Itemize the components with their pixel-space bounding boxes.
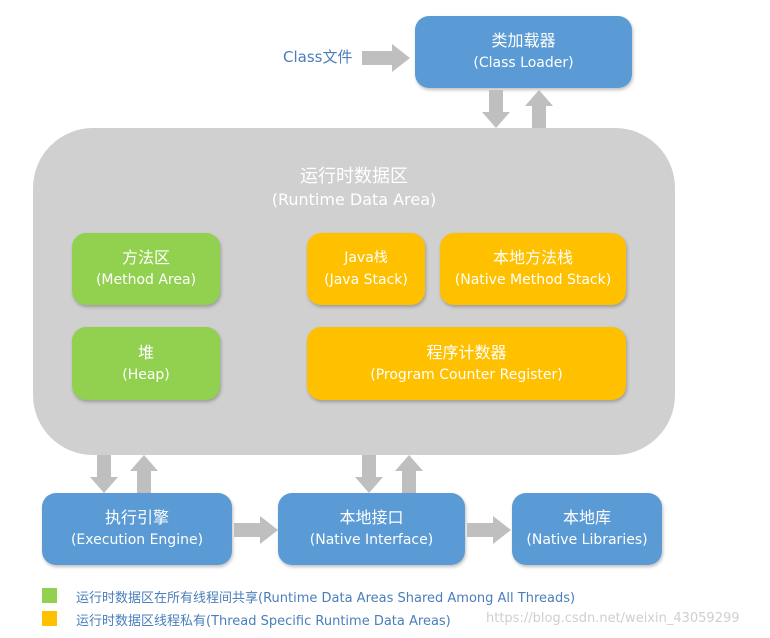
class-file-label: Class文件 bbox=[283, 48, 353, 66]
native-interface-en: (Native Interface) bbox=[309, 532, 434, 548]
java-stack-zh: Java栈 bbox=[344, 250, 388, 266]
execution-engine-box: 执行引擎 (Execution Engine) bbox=[42, 493, 232, 565]
native-method-stack-zh: 本地方法栈 bbox=[492, 248, 573, 267]
java-stack-box: Java栈 (Java Stack) bbox=[307, 233, 425, 305]
native-libraries-en: (Native Libraries) bbox=[526, 532, 648, 548]
class-loader-box: 类加载器 (Class Loader) bbox=[415, 16, 632, 88]
legend-swatch-thread bbox=[42, 611, 57, 626]
class-loader-zh: 类加载器 bbox=[491, 31, 556, 50]
arrow-down-icon bbox=[482, 90, 510, 128]
pc-register-en: (Program Counter Register) bbox=[370, 366, 563, 383]
legend-label-shared: 运行时数据区在所有线程间共享(Runtime Data Areas Shared… bbox=[76, 591, 576, 606]
arrow-up-icon bbox=[525, 90, 553, 128]
method-area-box: 方法区 (Method Area) bbox=[72, 233, 220, 305]
legend-swatch-shared bbox=[42, 588, 57, 603]
native-method-stack-box: 本地方法栈 (Native Method Stack) bbox=[440, 233, 626, 305]
method-area-en: (Method Area) bbox=[95, 272, 197, 288]
arrow-right-icon bbox=[234, 516, 278, 544]
heap-zh: 堆 bbox=[137, 342, 154, 362]
heap-en: (Heap) bbox=[122, 366, 170, 383]
runtime-area-title-zh: 运行时数据区 bbox=[300, 166, 408, 187]
arrow-down-icon bbox=[355, 455, 383, 493]
runtime-area-title-en: (Runtime Data Area) bbox=[271, 190, 437, 209]
native-method-stack-en: (Native Method Stack) bbox=[454, 272, 612, 288]
execution-engine-zh: 执行引擎 bbox=[104, 508, 169, 527]
arrow-up-icon bbox=[130, 455, 158, 493]
native-libraries-box: 本地库 (Native Libraries) bbox=[512, 493, 662, 565]
execution-engine-en: (Execution Engine) bbox=[70, 532, 204, 548]
legend-label-thread: 运行时数据区线程私有(Thread Specific Runtime Data … bbox=[76, 614, 451, 629]
heap-box: 堆 (Heap) bbox=[72, 327, 220, 400]
java-stack-en: (Java Stack) bbox=[324, 272, 408, 288]
arrow-right-icon bbox=[467, 516, 511, 544]
native-interface-zh: 本地接口 bbox=[339, 508, 404, 527]
arrow-right-icon bbox=[362, 44, 410, 72]
native-interface-box: 本地接口 (Native Interface) bbox=[278, 493, 465, 565]
arrow-up-icon bbox=[395, 455, 423, 493]
watermark: https://blog.csdn.net/weixin_43059299 bbox=[486, 611, 740, 626]
pc-register-box: 程序计数器 (Program Counter Register) bbox=[307, 327, 626, 400]
pc-register-zh: 程序计数器 bbox=[426, 342, 507, 362]
arrow-down-icon bbox=[90, 455, 118, 493]
method-area-zh: 方法区 bbox=[121, 248, 170, 267]
class-loader-en: (Class Loader) bbox=[473, 55, 574, 71]
native-libraries-zh: 本地库 bbox=[562, 508, 611, 527]
